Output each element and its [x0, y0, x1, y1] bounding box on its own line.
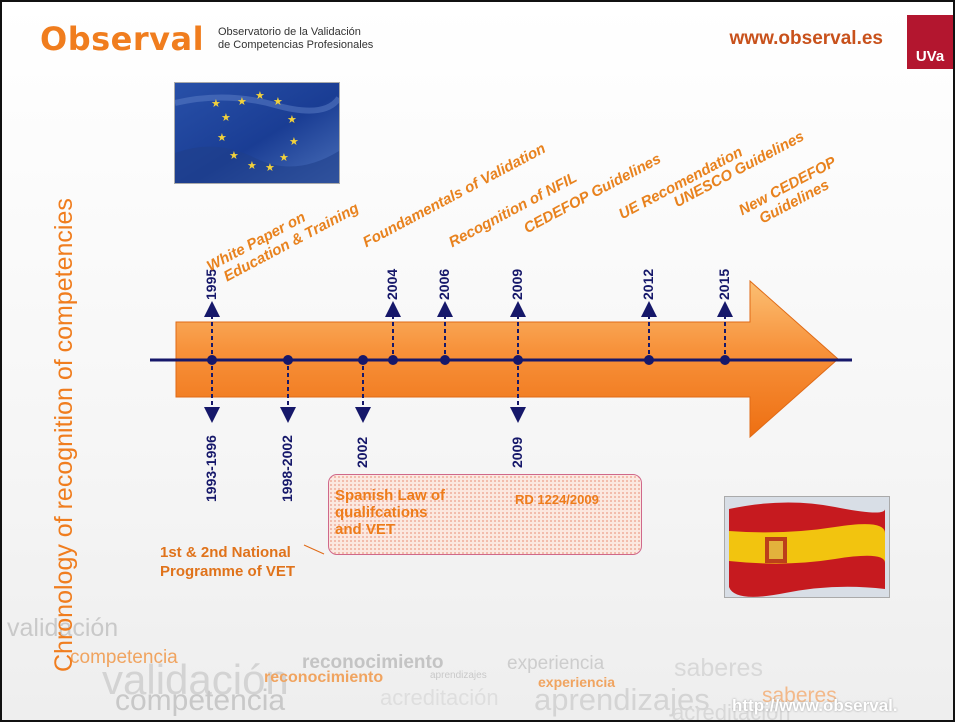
svg-text:★: ★	[255, 89, 265, 102]
year-2009-below: 2009	[509, 436, 525, 468]
cloud-word-8: experiencia	[538, 674, 616, 690]
year-1998-2002: 1998-2002	[279, 435, 295, 502]
cloud-word-12: aprendizajes	[534, 682, 710, 717]
callout-line-national-programme	[303, 544, 325, 555]
timeline-dot	[283, 355, 293, 365]
svg-text:★: ★	[247, 159, 257, 172]
timeline-dot	[440, 355, 450, 365]
royal-decree-label: RD 1224/2009	[515, 492, 599, 507]
timeline-dot	[720, 355, 730, 365]
cloud-word-2: competencia	[70, 647, 178, 668]
national-programme-line-2: Programme of VET	[160, 563, 296, 580]
spanish-law-line-3: and VET	[335, 521, 396, 538]
year-1993-1996: 1993-1996	[203, 435, 219, 502]
timeline-dot	[513, 355, 523, 365]
cloud-word-4: reconocimiento	[302, 652, 444, 673]
year-2004: 2004	[384, 268, 400, 300]
header-url[interactable]: www.observal.es	[729, 28, 883, 49]
national-programme-label: 1st & 2nd National Programme of VET	[160, 543, 295, 581]
spain-flag-image	[724, 496, 890, 598]
cloud-word-3: validación	[102, 656, 289, 703]
cloud-word-6: aprendizajes	[430, 670, 487, 681]
observal-logo: Observal	[40, 20, 205, 58]
svg-text:★: ★	[287, 113, 297, 126]
logo-subtitle-line-1: Observatorio de la Validación	[218, 26, 361, 38]
year-2015: 2015	[716, 268, 732, 300]
eu-flag-image: ★★★ ★★★ ★★★ ★★★	[174, 82, 340, 184]
cloud-word-9: saberes	[674, 654, 763, 682]
logo-subtitle: Observatorio de la Validación de Compete…	[218, 26, 373, 52]
uva-badge: UVa	[907, 15, 953, 69]
year-2009-above: 2009	[509, 268, 525, 300]
cloud-word-1: validación	[7, 614, 119, 642]
timeline-dot	[207, 355, 217, 365]
cloud-word-5: reconocimiento	[264, 669, 384, 686]
svg-text:★: ★	[273, 95, 283, 108]
cloud-word-11: acreditación	[380, 685, 499, 710]
svg-text:★: ★	[279, 151, 289, 164]
svg-text:★: ★	[237, 95, 247, 108]
svg-text:★: ★	[289, 135, 299, 148]
year-2002: 2002	[354, 436, 370, 468]
svg-text:★: ★	[221, 111, 231, 124]
timeline-dot	[644, 355, 654, 365]
svg-text:★: ★	[229, 149, 239, 162]
logo-subtitle-line-2: de Competencias Profesionales	[218, 39, 374, 51]
cloud-word-13: saberes	[762, 684, 837, 707]
cloud-word-14: acreditación	[672, 700, 791, 722]
year-2012: 2012	[640, 268, 656, 300]
timeline-dot	[388, 355, 398, 365]
svg-text:★: ★	[217, 131, 227, 144]
spanish-law-label: Spanish Law of qualifcations and VET	[335, 487, 445, 538]
svg-text:★: ★	[211, 97, 221, 110]
spanish-law-line-2: qualifcations	[335, 504, 428, 521]
footer-url[interactable]: http://www.observal.	[732, 696, 898, 715]
legal-framework-box: Spanish Law of qualifcations and VET RD …	[328, 474, 642, 555]
timeline-dot	[358, 355, 368, 365]
cloud-word-10: competencia	[115, 684, 286, 717]
svg-text:★: ★	[265, 161, 275, 174]
national-programme-line-1: 1st & 2nd National	[160, 544, 291, 561]
spanish-law-line-1: Spanish Law of	[335, 487, 446, 504]
cloud-word-7: experiencia	[507, 653, 605, 674]
year-2006: 2006	[436, 268, 452, 300]
